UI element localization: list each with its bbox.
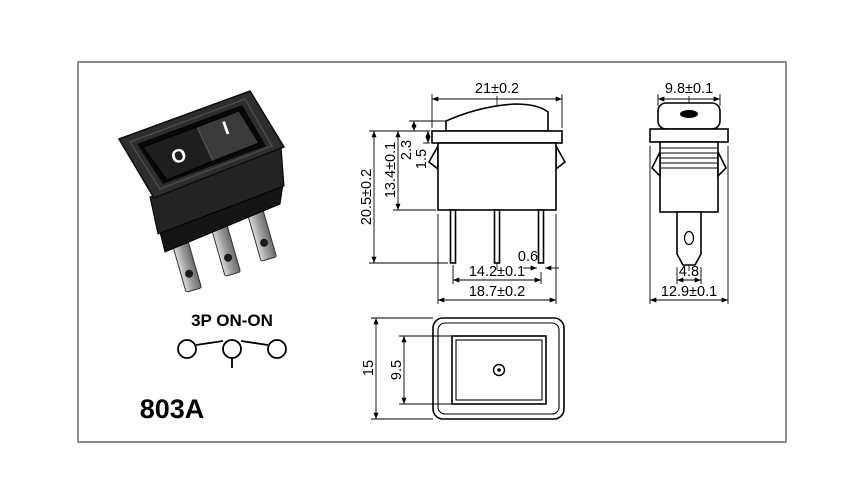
side-body xyxy=(659,141,719,213)
front-view-dimensions: 21±0.2 20.5±0.2 13.4±0.1 2.3 1.5 0.6 xyxy=(359,81,563,304)
side-body-ribs xyxy=(661,147,717,169)
dim-front-pin-span: 14.2±0.1 xyxy=(469,264,525,280)
dim-front-height-flange: 1.5 xyxy=(414,149,430,169)
dim-top-height-inner: 9.5 xyxy=(389,360,405,380)
dim-front-width-top: 21±0.2 xyxy=(475,81,519,97)
side-clip-left xyxy=(651,151,661,178)
symbol-label: 3P ON-ON xyxy=(191,311,273,330)
side-rocker-marking xyxy=(680,110,698,118)
dim-front-height-body: 13.4±0.1 xyxy=(383,142,399,198)
top-center-circle xyxy=(492,363,506,377)
model-label: 803A xyxy=(140,394,205,424)
top-view: 15 9.5 xyxy=(361,317,565,420)
top-view-dimensions: 15 9.5 xyxy=(361,317,452,420)
rocker-marking-off: O xyxy=(169,144,190,169)
side-pin-hole xyxy=(683,230,695,246)
side-bezel xyxy=(649,128,729,143)
switch-photo-bezel-rim xyxy=(128,98,274,190)
top-outer-inner-line xyxy=(437,322,560,415)
front-pin-right xyxy=(537,209,545,264)
symbol-terminal-right xyxy=(267,339,287,359)
dim-side-width-top: 9.8±0.1 xyxy=(665,81,713,97)
top-rocker-inner-line xyxy=(455,339,543,401)
dim-front-width-body: 18.7±0.2 xyxy=(469,284,525,300)
dim-top-height-outer: 15 xyxy=(361,360,377,376)
front-clip-right xyxy=(555,142,567,171)
switch-photo-rocker-outline xyxy=(142,110,260,181)
dim-front-height-rocker: 2.3 xyxy=(399,140,415,160)
switch-photo: O I xyxy=(117,90,286,293)
front-clip-left xyxy=(427,142,439,171)
front-pin-left xyxy=(449,209,457,264)
switch-photo-rocker-on-half xyxy=(197,111,259,161)
front-bezel xyxy=(431,130,563,144)
dim-front-height-total: 20.5±0.2 xyxy=(359,169,375,225)
symbol-terminal-center xyxy=(222,339,242,359)
side-view-dimensions: 9.8±0.1 4.8 12.9±0.1 xyxy=(649,81,729,304)
symbol-terminal-left xyxy=(177,339,197,359)
front-view: 21±0.2 20.5±0.2 13.4±0.1 2.3 1.5 0.6 xyxy=(359,81,567,304)
front-pin-center xyxy=(493,209,501,264)
front-rocker xyxy=(445,103,549,132)
border-frame xyxy=(77,61,787,443)
side-clip-right xyxy=(717,151,727,178)
dim-side-pin-width: 4.8 xyxy=(679,264,699,280)
side-view: 9.8±0.1 4.8 12.9±0.1 xyxy=(649,81,729,304)
top-center-dot xyxy=(497,368,501,372)
switch-photo-rocker-off-half xyxy=(143,127,213,180)
front-body xyxy=(437,142,557,211)
switch-symbol: 3P ON-ON xyxy=(177,311,287,368)
dim-front-pin-thickness: 0.6 xyxy=(518,249,538,265)
dim-side-width-body: 12.9±0.1 xyxy=(661,284,717,300)
